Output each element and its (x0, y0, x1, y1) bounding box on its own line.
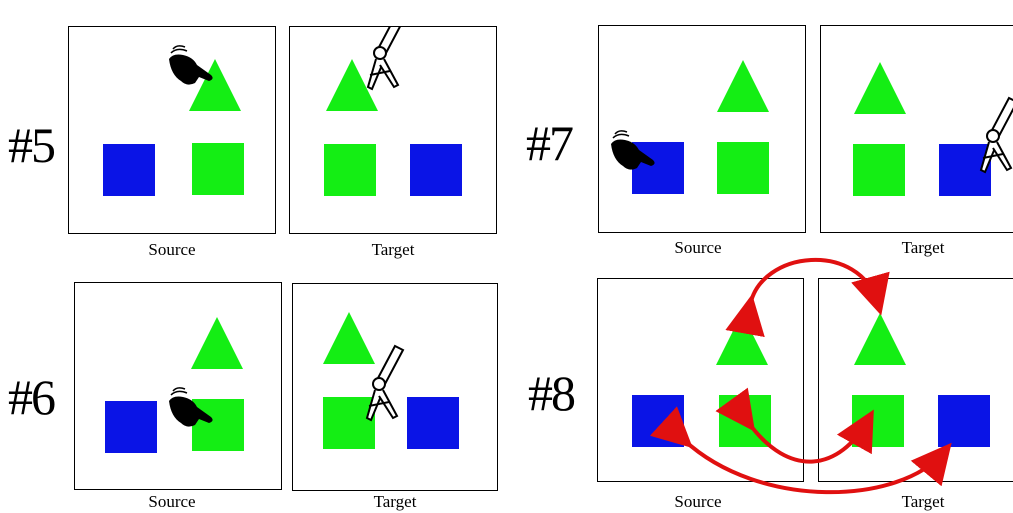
panel-5-source-frame (68, 26, 276, 234)
blue-square (938, 395, 990, 447)
green-square (853, 144, 905, 196)
robot-gripper-icon (366, 27, 401, 91)
panel-8-source-caption: Source (674, 492, 722, 511)
green-square (192, 399, 244, 451)
green-square (852, 395, 904, 447)
green-triangle (717, 60, 769, 112)
panel-6-target-caption: Target (373, 492, 417, 511)
blue-square (407, 397, 459, 449)
green-square (192, 143, 244, 195)
green-triangle (854, 62, 906, 114)
green-triangle (323, 312, 375, 364)
panel-5-source-caption: Source (148, 240, 196, 259)
green-triangle (716, 313, 768, 365)
pointing-hand-icon (169, 387, 213, 427)
blue-square (105, 401, 157, 453)
green-square (324, 144, 376, 196)
panel-5-target-frame (289, 26, 497, 234)
panel-7-source-caption: Source (674, 238, 722, 257)
green-square (719, 395, 771, 447)
panel-8-number: #8 (528, 365, 576, 421)
robot-gripper-icon (979, 96, 1013, 174)
pointing-hand-icon (169, 45, 213, 85)
green-triangle (191, 317, 243, 369)
panel-7-target-caption: Target (901, 238, 945, 257)
green-square (323, 397, 375, 449)
blue-square (103, 144, 155, 196)
pointing-hand-icon (611, 130, 655, 170)
panel-5-target-caption: Target (371, 240, 415, 259)
panel-6-source-frame (74, 282, 282, 490)
blue-square (410, 144, 462, 196)
panel-7-number: #7 (526, 115, 574, 171)
panel-6-target-frame (292, 283, 498, 491)
panel-6-source-caption: Source (148, 492, 196, 511)
panel-7-target-frame (820, 25, 1013, 233)
robot-gripper-icon (365, 344, 405, 422)
panel-5-number: #5 (8, 117, 56, 173)
panel-8-target-frame (818, 278, 1013, 482)
panel-8-source-frame (597, 278, 804, 482)
panel-6-number: #6 (8, 369, 56, 425)
green-square (717, 142, 769, 194)
blue-square (632, 395, 684, 447)
panel-8-target-caption: Target (901, 492, 945, 511)
green-triangle (854, 313, 906, 365)
blue-square (632, 142, 684, 194)
panel-7-source-frame (598, 25, 806, 233)
